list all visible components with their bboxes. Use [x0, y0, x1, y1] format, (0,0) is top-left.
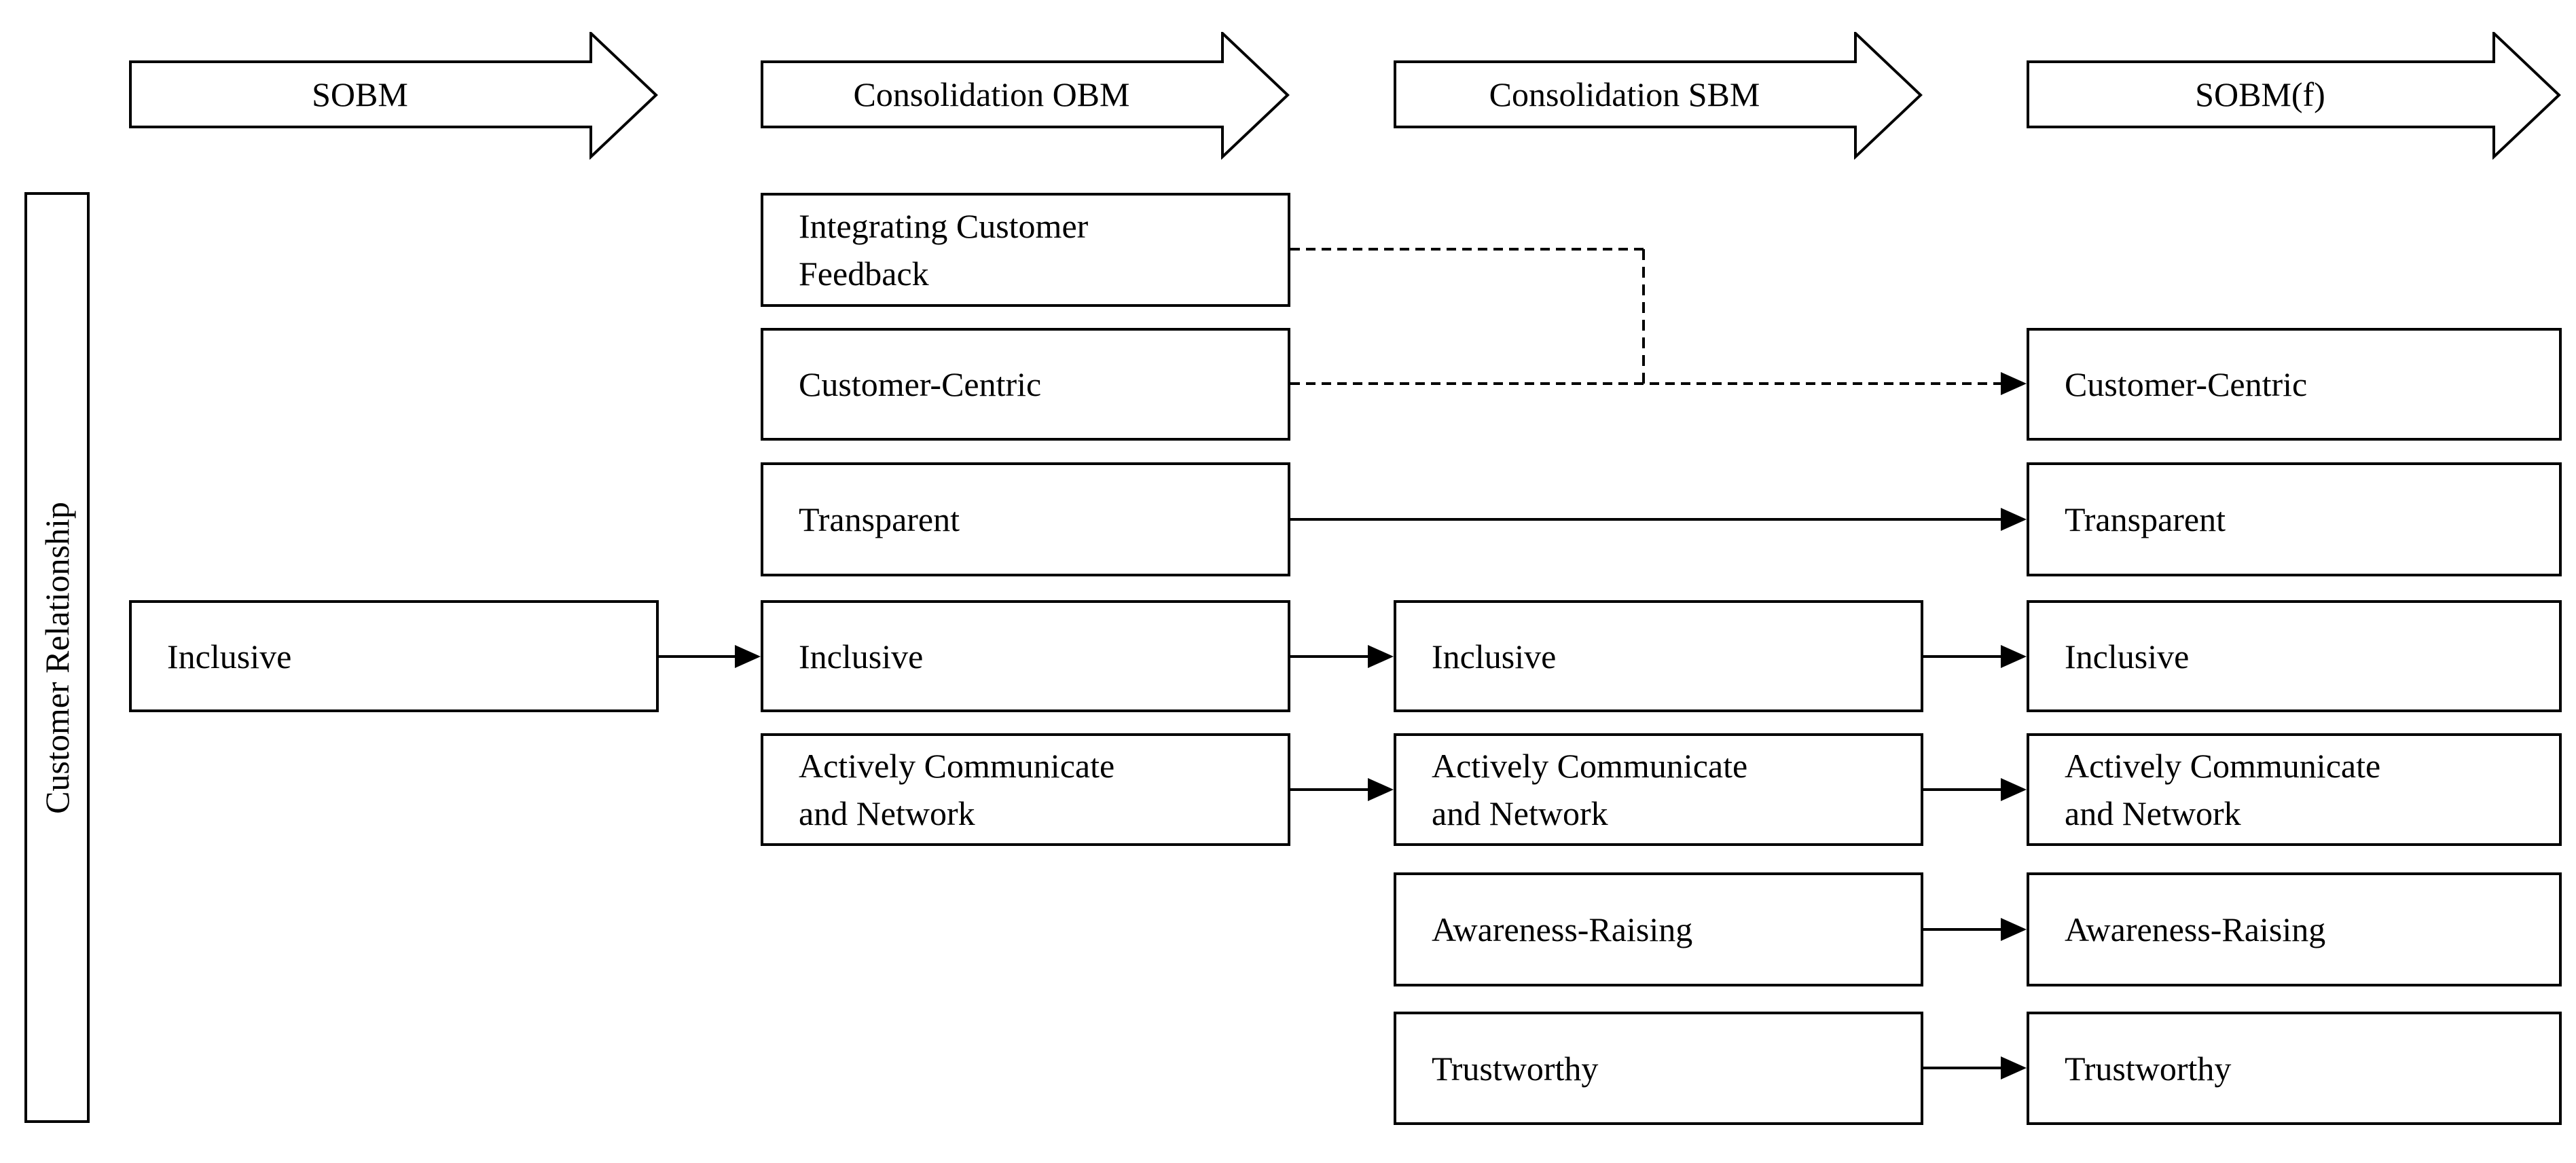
box-f-awareness-raising: Awareness-Raising	[2027, 872, 2562, 986]
connector-obm-actively-to-sbm-actively	[1290, 778, 1394, 801]
row-category-box: Customer Relationship	[24, 192, 90, 1123]
header-sobm: SOBM	[312, 75, 408, 113]
header-sobm-f: SOBM(f)	[2195, 75, 2325, 113]
box-f-customer-centric: Customer-Centric	[2027, 328, 2562, 441]
box-f-inclusive: Inclusive	[2027, 600, 2562, 712]
box-obm-inclusive: Inclusive	[761, 600, 1290, 712]
box-obm-transparent: Transparent	[761, 462, 1290, 576]
box-sbm-trustworthy: Trustworthy	[1394, 1012, 1923, 1125]
box-sbm-awareness-raising: Awareness-Raising	[1394, 872, 1923, 986]
connector-sobm-inclusive-to-obm-inclusive	[659, 645, 761, 668]
connector-sbm-inclusive-to-f-inclusive	[1923, 645, 2027, 668]
connector-sbm-actively-to-f-actively	[1923, 778, 2027, 801]
box-sbm-actively-communicate: Actively Communicate and Network	[1394, 733, 1923, 846]
connector-obm-customer-centric-to-f-customer-centric	[1290, 372, 2027, 395]
box-f-actively-communicate: Actively Communicate and Network	[2027, 733, 2562, 846]
row-category-label: Customer Relationship	[38, 501, 77, 814]
connector-sbm-awareness-to-f-awareness	[1923, 918, 2027, 941]
box-f-transparent: Transparent	[2027, 462, 2562, 576]
box-f-trustworthy: Trustworthy	[2027, 1012, 2562, 1125]
box-sbm-inclusive: Inclusive	[1394, 600, 1923, 712]
box-obm-customer-centric: Customer-Centric	[761, 328, 1290, 441]
block-arrow-consolidation-obm	[761, 32, 1290, 160]
connector-obm-transparent-to-f-transparent	[1290, 508, 2027, 531]
block-arrow-consolidation-sbm	[1394, 32, 1923, 160]
header-consolidation-obm: Consolidation OBM	[853, 75, 1130, 113]
block-arrow-sobm-f	[2027, 32, 2561, 160]
connector-sbm-trustworthy-to-f-trustworthy	[1923, 1056, 2027, 1079]
header-consolidation-sbm: Consolidation SBM	[1489, 75, 1760, 113]
box-obm-integrating-customer-feedback: Integrating Customer Feedback	[761, 193, 1290, 307]
box-obm-actively-communicate: Actively Communicate and Network	[761, 733, 1290, 846]
block-arrow-sobm	[129, 32, 658, 160]
connector-obm-inclusive-to-sbm-inclusive	[1290, 645, 1394, 668]
box-sobm-inclusive: Inclusive	[129, 600, 659, 712]
